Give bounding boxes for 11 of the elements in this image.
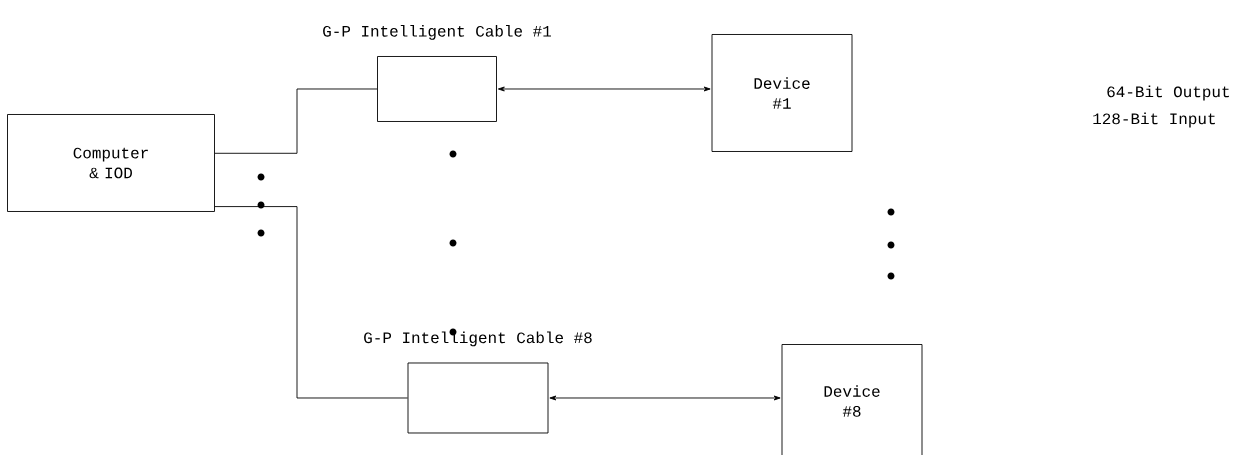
port-label: 64-Bit Output — [1107, 85, 1229, 101]
port-label: 128-Bit Input — [1093, 112, 1215, 128]
device-box: Computer & IOD — [7, 114, 215, 212]
connector-line — [214, 206, 408, 399]
device-box: Device #8 — [781, 344, 923, 455]
connector-line — [549, 395, 781, 401]
connector-line — [214, 88, 378, 154]
cable-label: G-P Intelligent Cable #8 — [364, 331, 592, 347]
connector-line — [497, 86, 711, 92]
cable-label: G-P Intelligent Cable #1 — [323, 25, 551, 40]
device-box: Device #1 — [711, 34, 853, 152]
